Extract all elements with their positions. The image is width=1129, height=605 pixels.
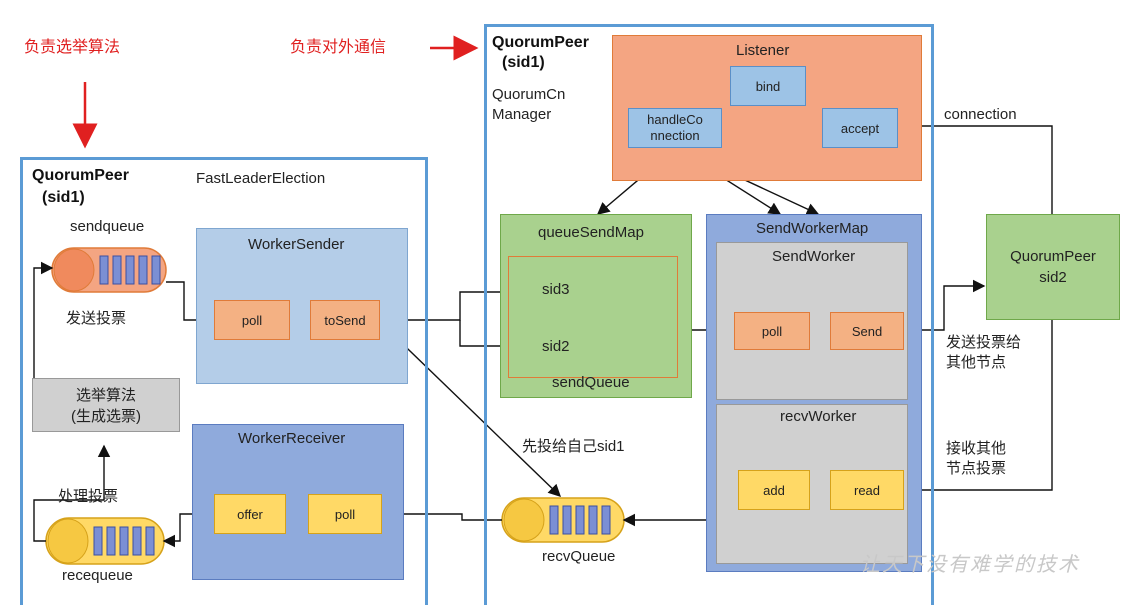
worker-sender-tosend: toSend xyxy=(310,300,380,340)
left-quorum-peer-panel xyxy=(20,157,428,605)
external-quorum-peer: QuorumPeer sid2 xyxy=(986,214,1120,320)
comm-note: 负责对外通信 xyxy=(290,39,387,56)
recv-worker-add: add xyxy=(738,470,810,510)
quorum-cnx-manager-line2: Manager xyxy=(492,106,552,123)
recv-from-others-line2: 节点投票 xyxy=(946,460,1007,477)
send-to-others-line1: 发送投票给 xyxy=(946,334,1022,351)
listener-title: Listener xyxy=(736,42,790,59)
connection-label: connection xyxy=(944,106,1017,123)
sendqueue-shape xyxy=(51,247,167,293)
left-peer-sid: (sid1) xyxy=(42,189,85,206)
recvqueue-shape xyxy=(501,497,625,543)
sid3-label: sid3 xyxy=(542,281,570,298)
queue-send-map-panel xyxy=(500,214,692,398)
process-vote-label: 处理投票 xyxy=(58,488,119,505)
listener-handle-connection: handleCo nnection xyxy=(628,108,722,148)
external-peer-line1: QuorumPeer xyxy=(1010,248,1096,265)
send-worker-map-title: SendWorkerMap xyxy=(756,220,869,237)
recequeue-label: recequeue xyxy=(62,567,133,584)
external-peer-line2: sid2 xyxy=(1039,269,1067,286)
handle-connection-line2: nnection xyxy=(650,128,700,143)
worker-receiver-poll: poll xyxy=(308,494,382,534)
sendqueue-label: sendqueue xyxy=(70,218,145,235)
right-quorum-peer-panel xyxy=(484,24,934,605)
recequeue-shape xyxy=(45,517,165,565)
fast-leader-election-label: FastLeaderElection xyxy=(196,170,326,187)
worker-receiver-title: WorkerReceiver xyxy=(238,430,346,447)
handle-connection-line1: handleCo xyxy=(647,111,703,127)
send-worker-poll: poll xyxy=(734,312,810,350)
recv-worker-read: read xyxy=(830,470,904,510)
listener-bind: bind xyxy=(730,66,806,106)
election-algo-line1: 选举算法 xyxy=(75,387,136,404)
send-to-others-line2: 其他节点 xyxy=(946,354,1007,371)
send-worker-send: Send xyxy=(830,312,904,350)
election-algorithm-box: 选举算法 (生成选票) xyxy=(32,378,180,432)
send-vote-label: 发送投票 xyxy=(66,310,127,327)
send-queue-frame xyxy=(508,256,678,378)
recv-worker-title: recvWorker xyxy=(780,408,857,425)
left-peer-title: QuorumPeer xyxy=(32,167,129,184)
sid2-label: sid2 xyxy=(542,338,570,355)
election-algo-line2: (生成选票) xyxy=(71,408,141,425)
send-worker-title: SendWorker xyxy=(772,248,856,265)
annotation-arrows xyxy=(72,35,479,149)
recv-from-others-line1: 接收其他 xyxy=(946,440,1007,457)
worker-receiver-offer: offer xyxy=(214,494,286,534)
right-peer-title: QuorumPeer xyxy=(492,34,589,51)
recvqueue-label: recvQueue xyxy=(542,548,616,565)
listener-accept: accept xyxy=(822,108,898,148)
queue-send-map-title: queueSendMap xyxy=(538,224,644,241)
right-peer-sid: (sid1) xyxy=(502,54,545,71)
self-vote-label: 先投给自己sid1 xyxy=(522,438,625,455)
election-note: 负责选举算法 xyxy=(24,39,121,56)
send-queue-footer: sendQueue xyxy=(552,374,630,391)
watermark: 让天下没有难学的技术 xyxy=(860,552,1080,576)
worker-sender-poll: poll xyxy=(214,300,290,340)
worker-sender-title: WorkerSender xyxy=(248,236,345,253)
quorum-cnx-manager-line1: QuorumCn xyxy=(492,86,566,103)
